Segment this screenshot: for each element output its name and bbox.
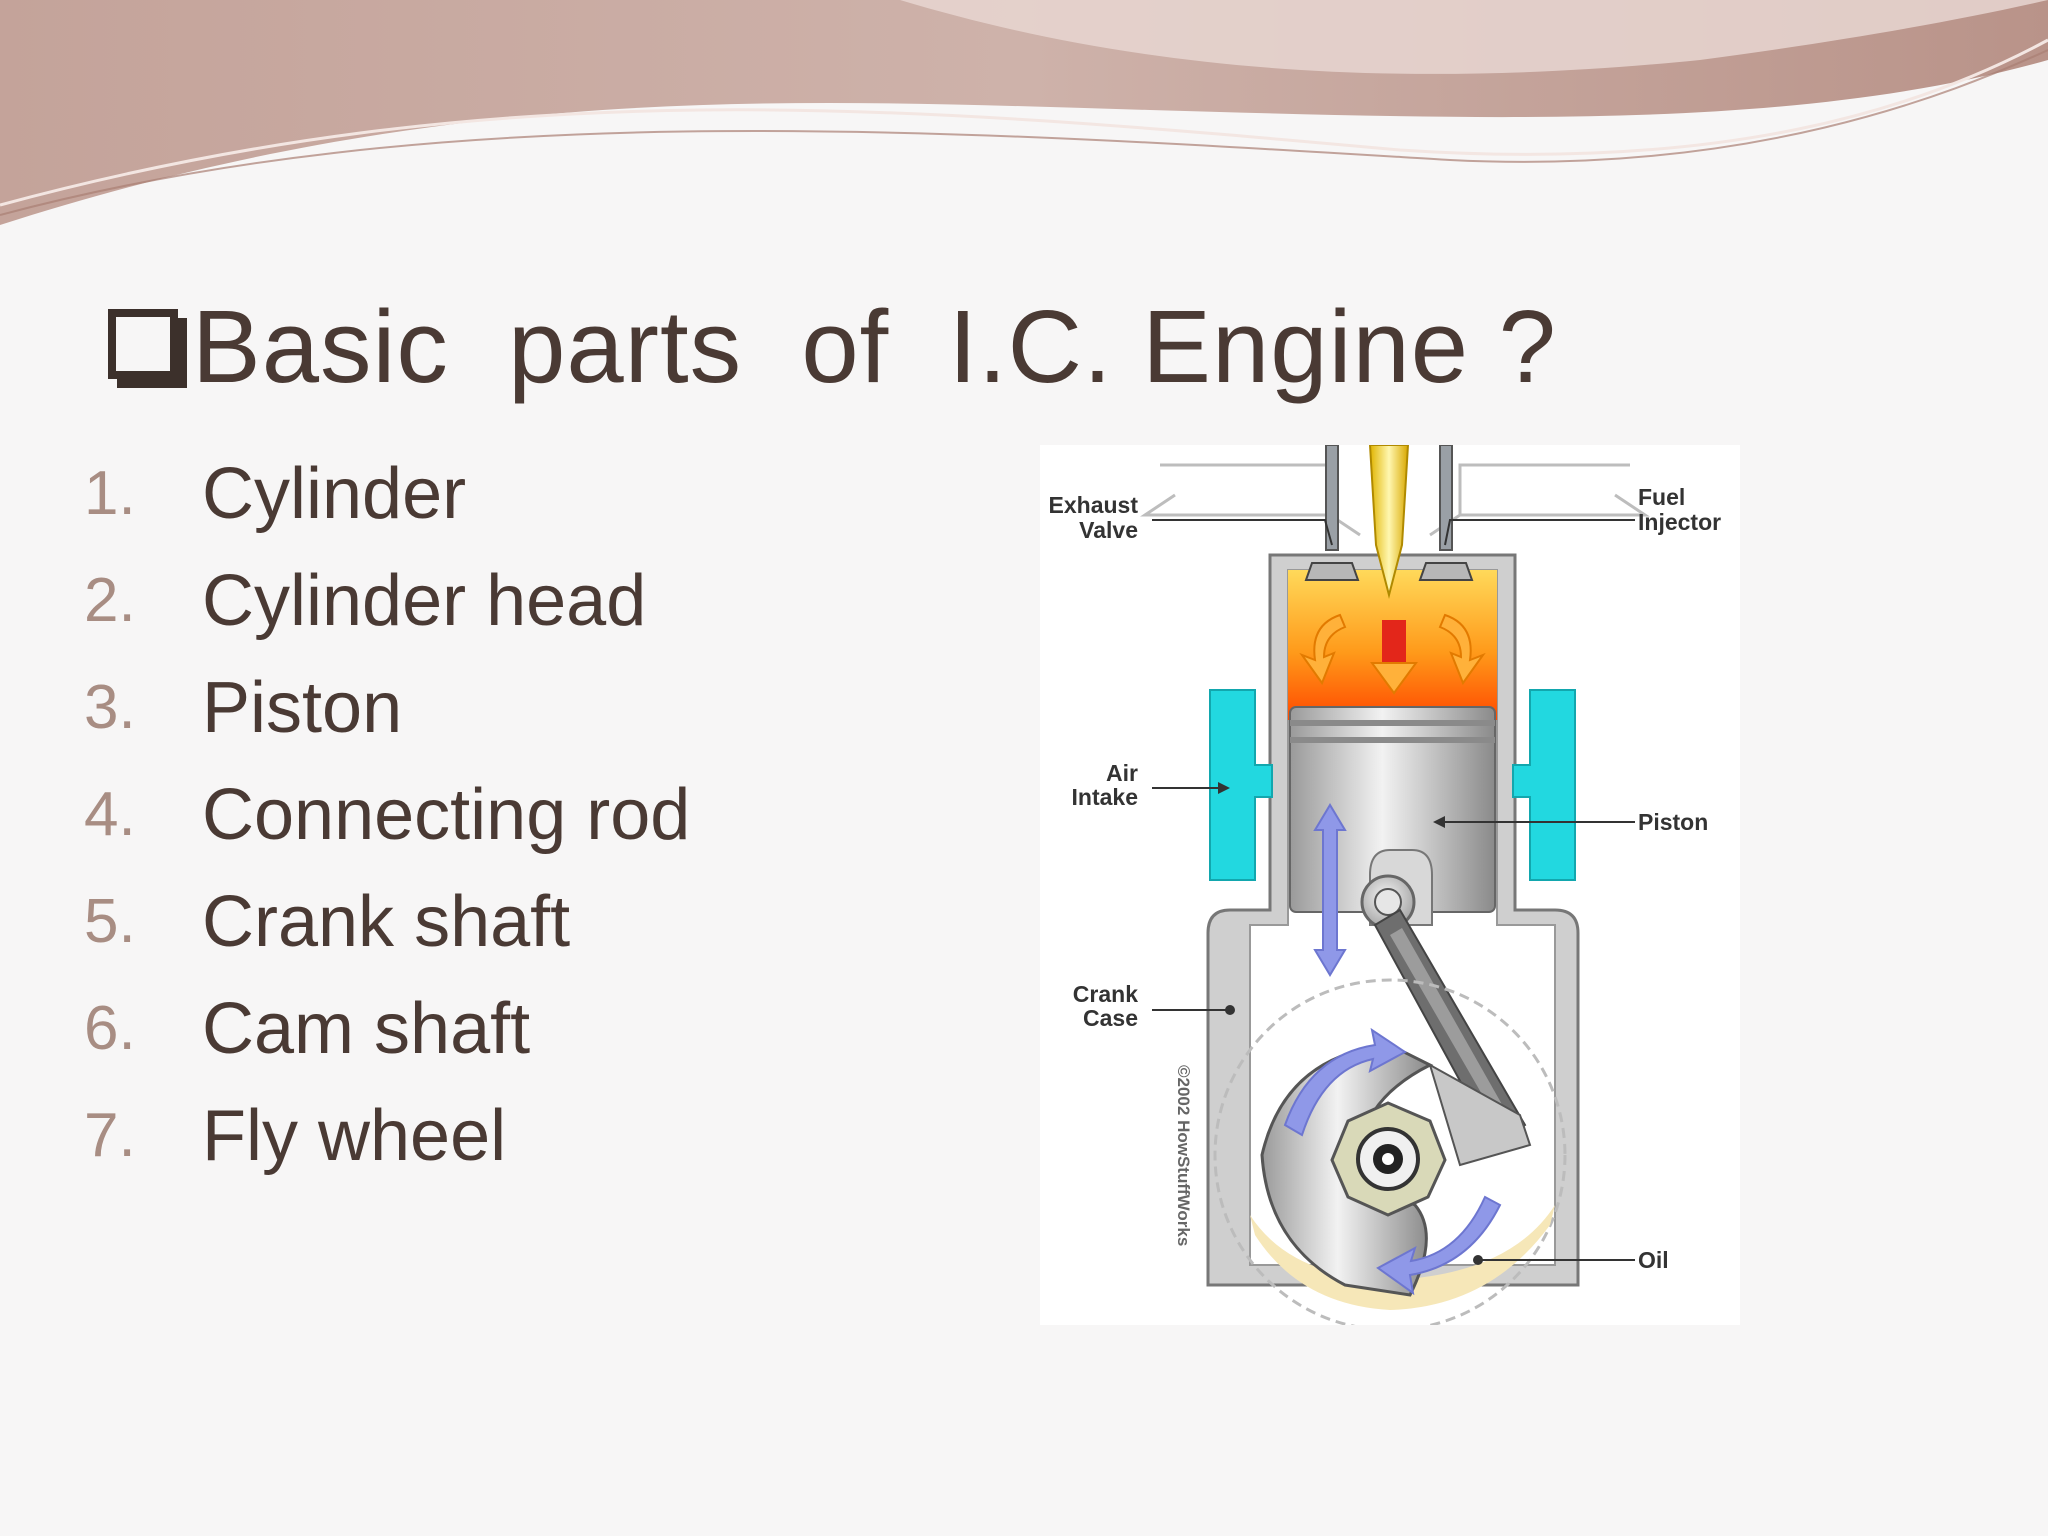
list-item-number: 5. [84,887,136,956]
list-item-number: 2. [84,566,136,635]
list-item: 5. Crank shaft [84,868,690,975]
label-crank-case-line1: Crank [1073,981,1138,1007]
list-item-label: Piston [202,667,403,748]
list-item-number: 3. [84,673,136,742]
crank-rotation-arrow-icon [1283,1027,1407,1137]
air-intake-right [1512,689,1576,881]
list-item-label: Cam shaft [202,988,531,1069]
slide-title: Basic parts of I.C. Engine ? [108,285,1557,409]
slide-title-text: Basic parts of I.C. Engine ? [192,289,1557,404]
list-item-number: 1. [84,459,136,528]
copyright-text: ©2002 HowStuffWorks [1174,1065,1193,1246]
list-item: 1. Cylinder [84,440,690,547]
oil-sump [1250,1205,1555,1310]
list-item: 3. Piston [84,654,690,761]
air-intake-left [1209,689,1273,881]
piston-motion-arrow-icon [1313,803,1347,977]
label-exhaust-valve-line1: Exhaust [1049,492,1139,518]
piston [1289,706,1496,930]
list-item-number: 6. [84,994,136,1063]
oil-flow-arrow-icon [1376,1195,1502,1296]
label-crank-case-line2: Case [1083,1005,1138,1031]
list-item-label: Cylinder head [202,560,647,641]
label-fuel-injector-line2: Injector [1638,509,1721,535]
leader-lines [1152,519,1635,1261]
parts-list: 1. Cylinder 2. Cylinder head 3. Piston 4. Co… [84,440,690,1189]
list-item: 7. Fly wheel [84,1082,690,1189]
decorative-banner [0,0,2048,225]
label-air-intake-line1: Air [1106,760,1138,786]
exhaust-valve-stem [1325,445,1339,551]
crank-circle [1213,978,1567,1325]
fuel-injector [1368,445,1410,599]
label-fuel-injector-line1: Fuel [1638,484,1685,510]
label-oil: Oil [1638,1247,1669,1273]
label-exhaust-valve-line2: Valve [1079,517,1138,543]
checkbox-bullet-icon [108,309,178,379]
engine-diagram: Exhaust Valve Fuel Injector Air Intake P… [1040,445,1740,1325]
label-piston: Piston [1638,809,1708,835]
list-item-label: Cylinder [202,453,467,534]
exhaust-valve-head [1304,562,1360,581]
list-item-number: 4. [84,780,136,849]
intake-valve-head [1418,562,1474,581]
list-item-label: Crank shaft [202,881,571,962]
label-air-intake-line2: Intake [1072,784,1138,810]
list-item: 2. Cylinder head [84,547,690,654]
list-item-label: Fly wheel [202,1095,507,1176]
list-item-label: Connecting rod [202,774,691,855]
list-item: 4. Connecting rod [84,761,690,868]
combustion-arrows [1299,613,1486,695]
intake-valve-stem [1439,445,1453,551]
list-item: 6. Cam shaft [84,975,690,1082]
list-item-number: 7. [84,1101,136,1170]
